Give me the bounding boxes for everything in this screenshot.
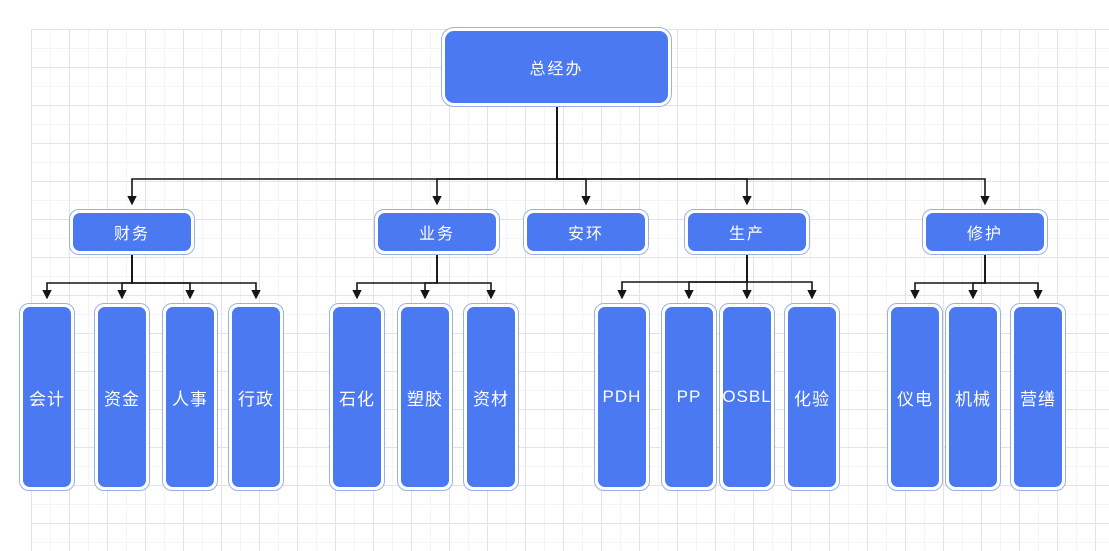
org-node-label: PDH bbox=[598, 307, 646, 487]
org-node-label: 人事 bbox=[166, 307, 214, 487]
org-node-label: 会计 bbox=[23, 307, 71, 487]
org-node-accounting[interactable]: 会计 bbox=[19, 303, 75, 491]
org-node-petrochemical[interactable]: 石化 bbox=[329, 303, 385, 491]
org-node-label: 化验 bbox=[788, 307, 836, 487]
org-node-administration[interactable]: 行政 bbox=[228, 303, 284, 491]
org-node-label: 资材 bbox=[467, 307, 515, 487]
org-node-production[interactable]: 生产 bbox=[684, 209, 810, 255]
org-node-safety-environment[interactable]: 安环 bbox=[523, 209, 649, 255]
org-node-plastics[interactable]: 塑胶 bbox=[397, 303, 453, 491]
org-node-hr[interactable]: 人事 bbox=[162, 303, 218, 491]
org-node-finance[interactable]: 财务 bbox=[69, 209, 195, 255]
org-node-label: 机械 bbox=[949, 307, 997, 487]
org-node-maintenance[interactable]: 修护 bbox=[922, 209, 1048, 255]
org-node-label: 业务 bbox=[378, 213, 496, 251]
org-node-label: PP bbox=[665, 307, 713, 487]
org-node-pp[interactable]: PP bbox=[661, 303, 717, 491]
org-node-label: 石化 bbox=[333, 307, 381, 487]
org-node-label: 营缮 bbox=[1014, 307, 1062, 487]
org-node-lab[interactable]: 化验 bbox=[784, 303, 840, 491]
org-node-mechanical[interactable]: 机械 bbox=[945, 303, 1001, 491]
org-node-label: 总经办 bbox=[445, 31, 668, 103]
org-node-osbl[interactable]: OSBL bbox=[719, 303, 775, 491]
org-node-label: 资金 bbox=[98, 307, 146, 487]
org-node-instrument-electrical[interactable]: 仪电 bbox=[887, 303, 943, 491]
org-node-funds[interactable]: 资金 bbox=[94, 303, 150, 491]
org-node-label: 财务 bbox=[73, 213, 191, 251]
org-node-materials[interactable]: 资材 bbox=[463, 303, 519, 491]
org-node-label: 仪电 bbox=[891, 307, 939, 487]
org-node-business[interactable]: 业务 bbox=[374, 209, 500, 255]
org-node-general-manager-office[interactable]: 总经办 bbox=[441, 27, 672, 107]
org-node-pdh[interactable]: PDH bbox=[594, 303, 650, 491]
org-node-label: OSBL bbox=[722, 307, 771, 487]
org-node-label: 安环 bbox=[527, 213, 645, 251]
org-node-label: 修护 bbox=[926, 213, 1044, 251]
org-node-label: 生产 bbox=[688, 213, 806, 251]
org-node-label: 塑胶 bbox=[401, 307, 449, 487]
org-node-label: 行政 bbox=[232, 307, 280, 487]
org-node-facility-repair[interactable]: 营缮 bbox=[1010, 303, 1066, 491]
